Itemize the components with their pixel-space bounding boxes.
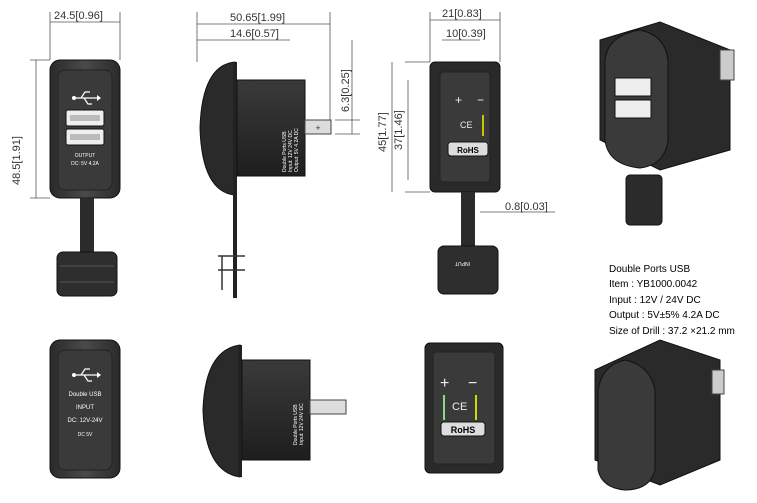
dim-back-height: 45[1.77] xyxy=(377,112,389,152)
svg-text:−: − xyxy=(477,93,484,107)
back-view-bottom: + − CE RoHS xyxy=(424,342,504,474)
dim-back-inner-height: 37[1.46] xyxy=(393,110,405,150)
front-view: OUTPUT DC: 5V 4.2A 24.5[0.96] 48.5[1.91] xyxy=(11,10,121,297)
svg-text:RoHS: RoHS xyxy=(457,146,479,155)
dim-terminal-height: 6.3[0.25] xyxy=(340,69,352,112)
spec-drill: Size of Drill : 37.2 ×21.2 mm xyxy=(609,325,735,337)
svg-text:DC: 12V-24V: DC: 12V-24V xyxy=(67,418,102,424)
dim-side-length: 50.65[1.99] xyxy=(230,12,285,24)
side-text-1: Double Ports USB xyxy=(282,131,288,172)
svg-text:DC 5V: DC 5V xyxy=(78,432,93,438)
spec-title: Double Ports USB xyxy=(609,264,691,275)
isometric-view-bottom xyxy=(594,339,725,491)
svg-text:Double USB: Double USB xyxy=(68,392,101,398)
svg-text:INPUT: INPUT xyxy=(76,405,94,411)
dim-back-width: 21[0.83] xyxy=(442,8,482,20)
svg-text:−: − xyxy=(468,375,477,392)
isometric-view-top xyxy=(599,21,735,226)
svg-text:Double Ports USB: Double Ports USB xyxy=(293,404,299,445)
usb-icon xyxy=(72,91,101,105)
svg-text:+: + xyxy=(455,93,462,107)
spec-output: Output : 5V±5% 4.2A DC xyxy=(609,310,720,322)
svg-text:+: + xyxy=(440,375,449,392)
front-output-label: OUTPUT xyxy=(75,153,96,159)
spec-item: Item : YB1000.0042 xyxy=(609,279,698,291)
dim-pin-thickness: 0.8[0.03] xyxy=(505,201,548,213)
dim-side-depth: 14.6[0.57] xyxy=(230,28,279,40)
usb-icon-bottom xyxy=(72,368,101,382)
dim-front-width: 24.5[0.96] xyxy=(54,10,103,22)
dust-cap xyxy=(56,251,118,297)
svg-text:+: + xyxy=(315,123,320,133)
spec-block: Double Ports USB Item : YB1000.0042 Inpu… xyxy=(609,262,735,339)
svg-text:RoHS: RoHS xyxy=(451,425,476,435)
svg-text:CE: CE xyxy=(460,120,473,130)
side-text-2: Input: 12V 24V DC xyxy=(288,130,294,172)
side-view: + Double Ports USB Input: 12V 24V DC Out… xyxy=(196,12,360,298)
svg-text:Input: 12V 24V DC: Input: 12V 24V DC xyxy=(299,403,305,445)
dim-front-height: 48.5[1.91] xyxy=(11,136,23,185)
back-view: + − CE RoHS INPUT 21[0.83] 10[0.39] 45[1… xyxy=(377,8,555,295)
front-output-rating: DC: 5V 4.2A xyxy=(71,161,99,167)
svg-text:CE: CE xyxy=(452,401,467,413)
front-view-bottom: Double USB INPUT DC: 12V-24V DC 5V xyxy=(49,339,121,479)
spec-input: Input : 12V / 24V DC xyxy=(609,294,701,306)
svg-text:INPUT: INPUT xyxy=(455,260,470,266)
dim-back-inner-width: 10[0.39] xyxy=(446,28,486,40)
side-view-bottom: Double Ports USB Input: 12V 24V DC xyxy=(202,344,347,478)
side-text-3: Output: 5V 4.2A DC xyxy=(294,128,300,172)
